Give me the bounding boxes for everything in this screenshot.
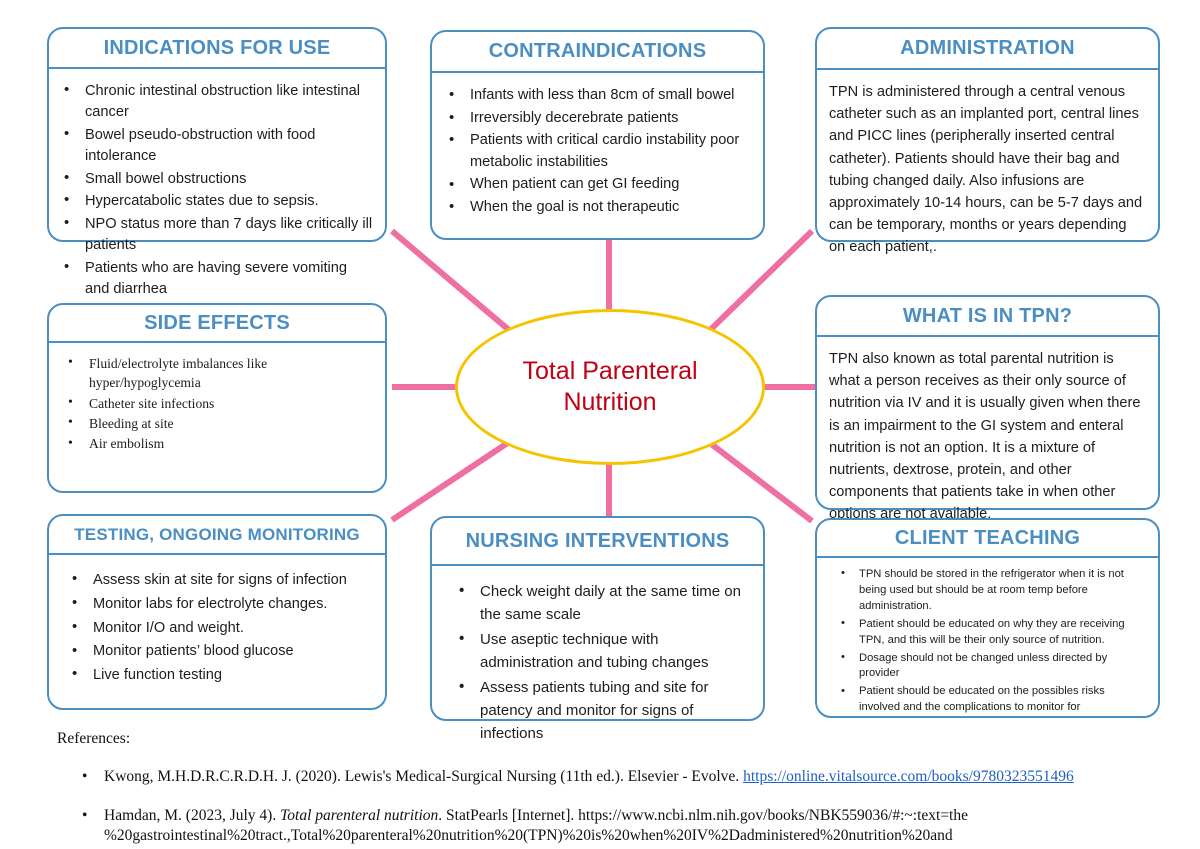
list-item: Monitor I/O and weight. — [72, 616, 377, 640]
reference-item-2: Hamdan, M. (2023, July 4). Total parente… — [82, 806, 1200, 846]
list-item: Chronic intestinal obstruction like inte… — [64, 80, 375, 124]
card-body-nursing-interventions: Check weight daily at the same time on t… — [432, 566, 763, 746]
list-item: Patient should be educated on the possib… — [841, 684, 1144, 716]
card-body-indications-for-use: Chronic intestinal obstruction like inte… — [49, 69, 385, 300]
card-body-what-is-in-tpn: TPN also known as total parental nutriti… — [817, 337, 1158, 525]
list-item: When patient can get GI feeding — [449, 174, 753, 196]
list-item: Irreversibly decerebrate patients — [449, 107, 753, 130]
reference-2-title: Total parenteral nutrition — [280, 806, 439, 824]
connector-administration — [703, 228, 815, 337]
list-item: Monitor labs for electrolyte changes. — [72, 592, 377, 616]
list-item: Fluid/electrolyte imbalances like hyper/… — [68, 353, 375, 393]
card-client-teaching: CLIENT TEACHING TPN should be stored in … — [815, 518, 1160, 718]
list-item: TPN should be stored in the refrigerator… — [841, 566, 1144, 615]
list-item: Assess patients tubing and site for pate… — [459, 675, 753, 746]
list-item: Dosage should not be changed unless dire… — [841, 650, 1144, 683]
paragraph-what-is-in-tpn: TPN also known as total parental nutriti… — [829, 351, 1141, 523]
card-title-what-is-in-tpn: WHAT IS IN TPN? — [817, 297, 1158, 337]
connector-client-teaching — [704, 437, 814, 524]
connector-testing — [390, 435, 517, 523]
center-node-label: Total Parenteral Nutrition — [522, 356, 698, 417]
reference-item-1: Kwong, M.H.D.R.C.R.D.H. J. (2020). Lewis… — [82, 767, 1200, 787]
card-nursing-interventions: NURSING INTERVENTIONS Check weight daily… — [430, 516, 765, 742]
card-side-effects: SIDE EFFECTS Fluid/electrolyte imbalance… — [47, 303, 387, 493]
card-body-client-teaching: TPN should be stored in the refrigerator… — [817, 558, 1158, 716]
connector-indications — [390, 228, 518, 339]
card-administration: ADMINISTRATION TPN is administered throu… — [815, 27, 1160, 255]
card-indications-for-use: INDICATIONS FOR USE Chronic intestinal o… — [47, 27, 387, 297]
reference-1-text: Kwong, M.H.D.R.C.R.D.H. J. (2020). Lewis… — [104, 768, 744, 785]
card-title-side-effects: SIDE EFFECTS — [49, 305, 385, 343]
center-node-total-parenteral-nutrition: Total Parenteral Nutrition — [455, 309, 765, 465]
list-item: Check weight daily at the same time on t… — [459, 579, 753, 627]
list-item: Bowel pseudo-obstruction with food intol… — [64, 124, 375, 168]
list-item: Monitor patients’ blood glucose — [72, 640, 377, 663]
list-item: Hypercatabolic states due to sepsis. — [64, 190, 375, 212]
list-item: Small bowel obstructions — [64, 168, 375, 190]
card-body-testing-ongoing-monitoring: Assess skin at site for signs of infecti… — [49, 555, 385, 687]
references-section: References: Kwong, M.H.D.R.C.R.D.H. J. (… — [0, 730, 1200, 845]
paragraph-administration: TPN is administered through a central ve… — [829, 84, 1143, 256]
card-contraindications: CONTRAINDICATIONS Infants with less than… — [430, 30, 765, 240]
card-body-administration: TPN is administered through a central ve… — [817, 70, 1158, 258]
list-item: NPO status more than 7 days like critica… — [64, 213, 375, 257]
list-item: Live function testing — [72, 663, 377, 687]
card-testing-ongoing-monitoring: TESTING, ONGOING MONITORING Assess skin … — [47, 514, 387, 710]
reference-1-link[interactable]: https://online.vitalsource.com/books/978… — [743, 768, 1074, 785]
references-heading: References: — [57, 730, 131, 747]
reference-2-author: Hamdan, M. (2023, July 4). — [104, 806, 281, 824]
card-what-is-in-tpn: WHAT IS IN TPN? TPN also known as total … — [815, 295, 1160, 522]
list-item: Assess skin at site for signs of infecti… — [72, 568, 377, 592]
list-item: Patients who are having severe vomiting … — [64, 257, 375, 301]
list-item: Patient should be educated on why they a… — [841, 616, 1144, 649]
reference-2-source: . StatPearls [Internet]. https://www.ncb… — [438, 806, 968, 824]
card-body-contraindications: Infants with less than 8cm of small bowe… — [432, 73, 763, 219]
card-title-testing-ongoing-monitoring: TESTING, ONGOING MONITORING — [49, 516, 385, 555]
list-item: When the goal is not therapeutic — [449, 196, 753, 219]
list-item: Bleeding at site — [68, 413, 375, 433]
card-title-indications-for-use: INDICATIONS FOR USE — [49, 29, 385, 69]
card-title-contraindications: CONTRAINDICATIONS — [432, 32, 763, 73]
list-item: Patients with critical cardio instabilit… — [449, 129, 753, 173]
reference-2-url-continued: %20gastrointestinal%20tract.,Total%20par… — [104, 826, 953, 844]
card-title-client-teaching: CLIENT TEACHING — [817, 520, 1158, 558]
list-item: Catheter site infections — [68, 393, 375, 413]
card-title-nursing-interventions: NURSING INTERVENTIONS — [432, 518, 763, 566]
list-item: Use aseptic technique with administratio… — [459, 627, 753, 675]
list-item: Infants with less than 8cm of small bowe… — [449, 84, 753, 107]
card-title-administration: ADMINISTRATION — [817, 29, 1158, 70]
card-body-side-effects: Fluid/electrolyte imbalances like hyper/… — [49, 343, 385, 453]
list-item: Air embolism — [68, 433, 375, 453]
